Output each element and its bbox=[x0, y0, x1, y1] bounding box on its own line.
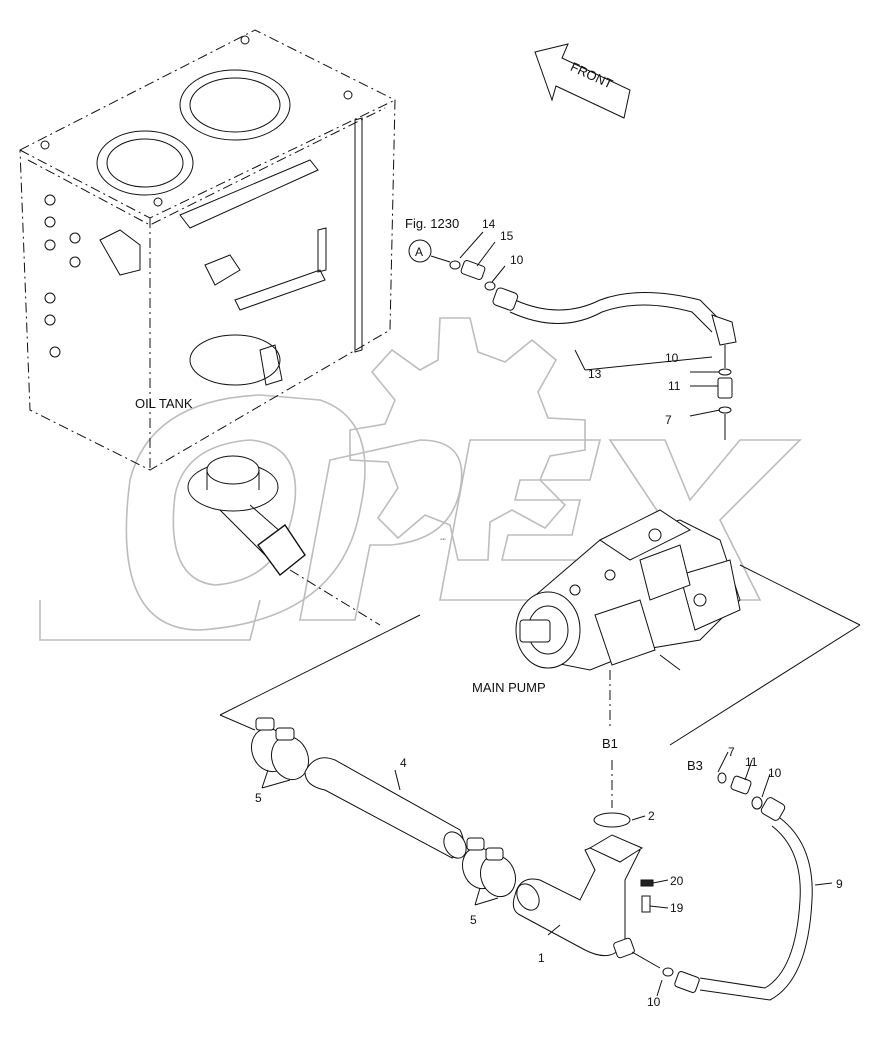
callout-13: 13 bbox=[588, 367, 602, 381]
tank-fittings bbox=[40, 35, 353, 358]
hose-4 bbox=[304, 757, 467, 859]
main-pump: MAIN PUMP bbox=[472, 509, 741, 695]
callout-20: 20 bbox=[670, 874, 684, 888]
callout-5b: 5 bbox=[470, 913, 477, 927]
watermark-logo: OPEX bbox=[39, 317, 802, 641]
oil-tank: OIL TANK bbox=[19, 29, 396, 471]
port-leaders: B1 B3 bbox=[219, 564, 861, 808]
callout-2: 2 bbox=[648, 809, 655, 823]
port-b3-label: B3 bbox=[687, 758, 703, 773]
callout-9: 9 bbox=[836, 877, 843, 891]
watermark-text: OPEX bbox=[440, 539, 446, 541]
suction-pipe-1 bbox=[512, 812, 669, 969]
callout-10a: 10 bbox=[510, 253, 524, 267]
fig-reference: A Fig. 1230 bbox=[405, 216, 506, 291]
callout-1: 1 bbox=[538, 951, 545, 965]
callout-14: 14 bbox=[482, 217, 496, 231]
fittings-right-upper bbox=[574, 349, 733, 440]
callout-10c: 10 bbox=[768, 766, 782, 780]
clamps-5-right bbox=[461, 837, 517, 906]
adapter-11b bbox=[730, 775, 752, 795]
callout-19: 19 bbox=[670, 901, 684, 915]
callout-4: 4 bbox=[400, 756, 407, 770]
hose-13 bbox=[492, 287, 737, 368]
callouts: 14 15 10 13 10 11 7 4 5 5 2 20 19 1 7 11… bbox=[255, 217, 843, 1009]
callout-7b: 7 bbox=[728, 745, 735, 759]
clamps-5-left bbox=[250, 717, 310, 789]
front-arrow: FRONT bbox=[534, 43, 631, 119]
fig-ref-label: Fig. 1230 bbox=[405, 216, 459, 231]
bolt-19 bbox=[641, 895, 651, 913]
fitting-15 bbox=[460, 260, 486, 280]
washer-20 bbox=[640, 879, 654, 887]
oring-10c bbox=[751, 796, 763, 810]
callout-7a: 7 bbox=[665, 413, 672, 427]
oring-10d bbox=[662, 967, 674, 977]
oring-7b bbox=[717, 772, 727, 784]
tank-outlet bbox=[187, 455, 381, 626]
oring-2 bbox=[593, 812, 631, 828]
callout-11b: 11 bbox=[745, 755, 758, 769]
oring-7a bbox=[718, 406, 732, 414]
oring-10b bbox=[718, 368, 732, 376]
oil-tank-label: OIL TANK bbox=[135, 396, 193, 411]
callout-15: 15 bbox=[500, 229, 514, 243]
ref-marker-a: A bbox=[415, 245, 423, 259]
oring-14 bbox=[449, 260, 461, 270]
callout-10b: 10 bbox=[665, 351, 679, 365]
callout-11a: 11 bbox=[668, 379, 681, 393]
callout-5a: 5 bbox=[255, 791, 262, 805]
front-label: FRONT bbox=[568, 59, 615, 92]
port-b1-label: B1 bbox=[602, 736, 618, 751]
hose-9 bbox=[656, 751, 833, 1001]
callout-10d: 10 bbox=[647, 995, 661, 1009]
main-pump-label: MAIN PUMP bbox=[472, 680, 546, 695]
adapter-11a bbox=[717, 377, 733, 399]
oring-10a bbox=[484, 281, 496, 291]
